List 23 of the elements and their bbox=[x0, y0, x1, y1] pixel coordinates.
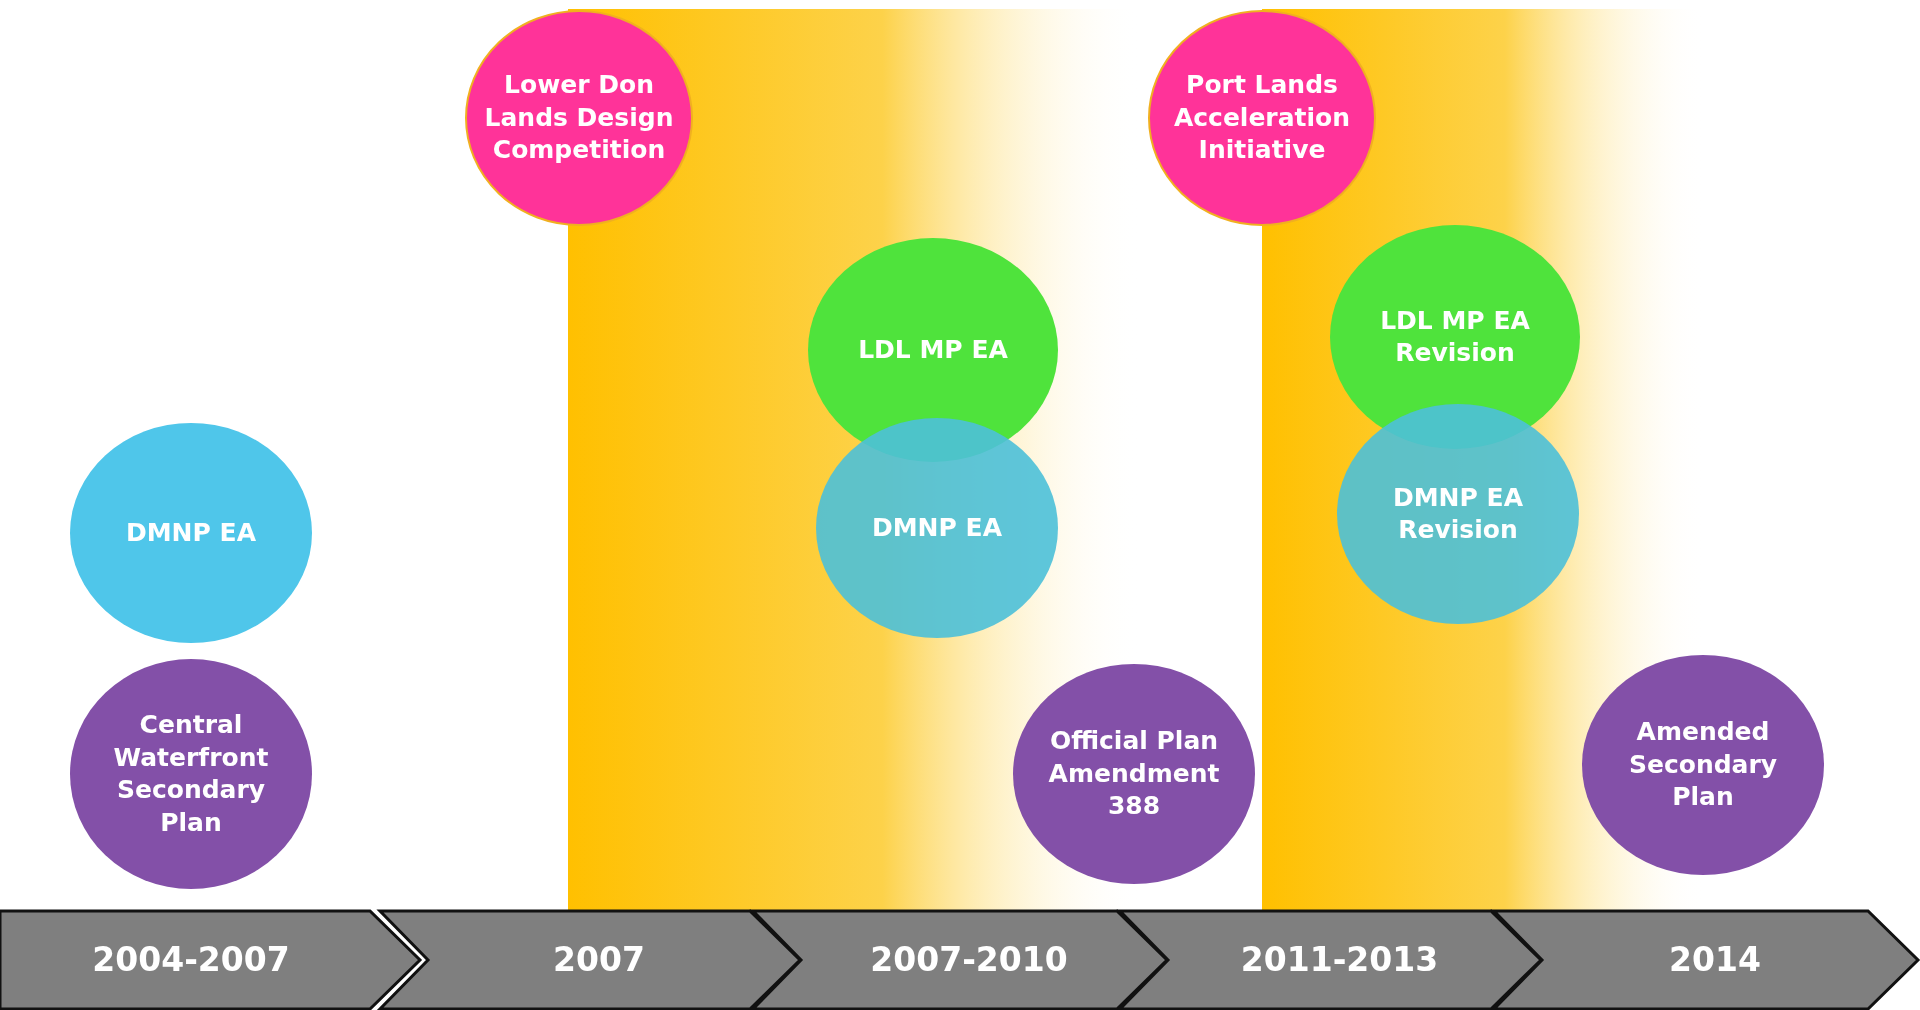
circle-node bbox=[1012, 663, 1256, 885]
circle-node bbox=[1148, 10, 1376, 226]
node-label: Central Waterfront Secondary Plan bbox=[112, 709, 270, 839]
node-label: 2004-2007 bbox=[92, 938, 290, 981]
chevron-step bbox=[0, 910, 422, 1010]
node-label: DMNP EA Revision bbox=[1392, 481, 1524, 546]
circle-node bbox=[815, 417, 1059, 639]
node-label: Official Plan Amendment 388 bbox=[1047, 725, 1221, 823]
node-label: Amended Secondary Plan bbox=[1627, 716, 1779, 814]
circle-node bbox=[465, 10, 693, 226]
node-label: 2011-2013 bbox=[1240, 938, 1439, 981]
node-label: LDL MP EA bbox=[858, 333, 1008, 366]
circle-node bbox=[69, 658, 313, 890]
node-label: Lower Don Lands Design Competition bbox=[483, 69, 675, 167]
node-label: 2007-2010 bbox=[870, 938, 1068, 981]
node-label: Port Lands Acceleration Initiative bbox=[1172, 69, 1352, 167]
node-label: DMNP EA bbox=[126, 516, 256, 549]
node-label: LDL MP EA Revision bbox=[1379, 304, 1531, 369]
circle-node bbox=[1336, 403, 1580, 625]
node-label: DMNP EA bbox=[872, 511, 1002, 544]
circle-node bbox=[1581, 654, 1825, 876]
node-label: 2014 bbox=[1669, 938, 1761, 981]
circle-node bbox=[69, 422, 313, 644]
